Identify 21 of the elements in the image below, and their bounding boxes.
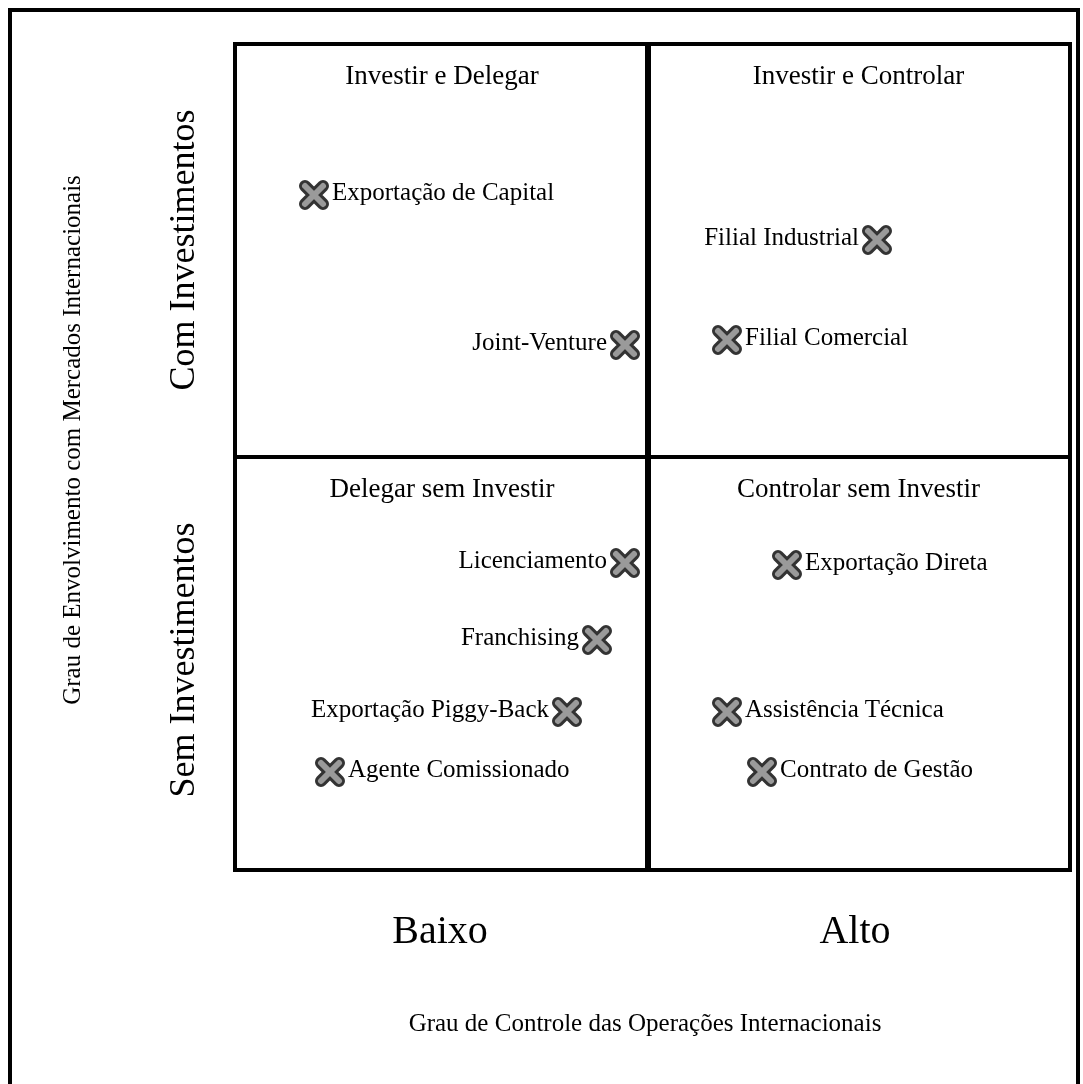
row-label: Com Investimentos (162, 109, 204, 391)
item-label: Joint-Venture (472, 327, 607, 357)
item-label: Filial Industrial (704, 222, 859, 252)
axis-title: Grau de Envolvimento com Mercados Internacionais (57, 175, 86, 705)
item-label: Licenciamento (458, 545, 607, 575)
item-label: Exportação de Capital (332, 177, 555, 207)
quadrant-heading: Controlar sem Investir (736, 473, 981, 504)
item-label: Agente Comissionado (348, 754, 570, 784)
item-label: Assistência Técnica (745, 694, 944, 724)
item-label: Franchising (460, 622, 579, 652)
quadrant-heading: Investir e Delegar (344, 60, 540, 91)
row-label: Sem Investimentos (162, 522, 204, 798)
item-label: Exportação Piggy-Back (310, 694, 549, 724)
column-label: Baixo (392, 907, 488, 953)
item-label: Filial Comercial (745, 322, 909, 352)
item-label: Contrato de Gestão (780, 754, 973, 784)
column-label: Alto (819, 907, 891, 953)
axis-title: Grau de Controle das Operações Internacionais (408, 1008, 882, 1038)
quadrant-heading: Delegar sem Investir (328, 473, 556, 504)
item-label: Exportação Direta (805, 547, 988, 577)
quadrant-heading: Investir e Controlar (751, 60, 966, 91)
